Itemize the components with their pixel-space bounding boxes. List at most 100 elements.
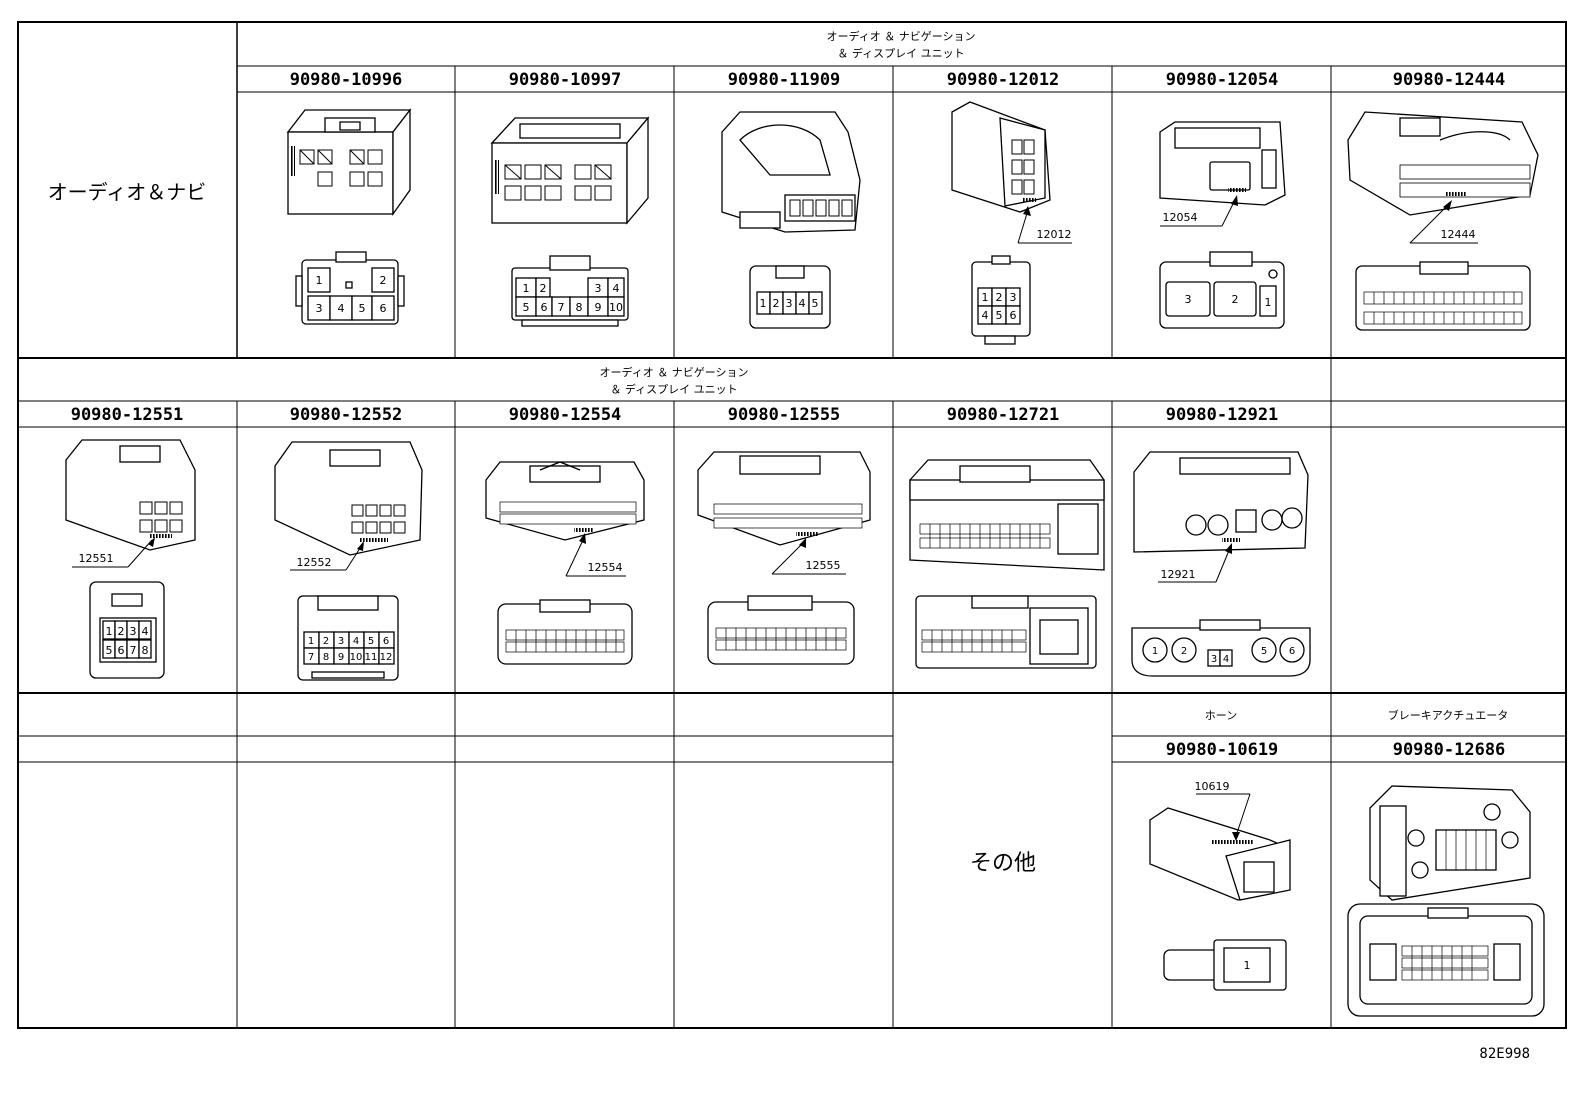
pin-label: 8 <box>576 301 583 314</box>
pin-label: 6 <box>380 302 387 315</box>
pin-labels-12551: 1 2 3 4 5 6 7 8 <box>106 625 149 657</box>
pin-labels-12552: 1 2 3 4 5 6 7 8 9 10 11 12 <box>308 636 393 663</box>
pin-label: 6 <box>1289 646 1295 657</box>
connector-face-10619 <box>1163 939 1287 991</box>
pin-label: 6 <box>1010 309 1017 322</box>
pin-label: 4 <box>982 309 989 322</box>
callout-10619: 10619 <box>1195 780 1230 793</box>
connector-drawing-10619 <box>1149 793 1291 901</box>
callout-12012: 12012 <box>1037 228 1072 241</box>
part-number-11909: 90980-11909 <box>728 70 841 90</box>
part-number-12552: 90980-12552 <box>290 405 403 425</box>
connector-drawing-12721 <box>909 459 1105 571</box>
pin-label: 12 <box>380 652 393 663</box>
connector-drawing-12552 <box>274 441 423 571</box>
pin-label: 4 <box>613 282 620 295</box>
pin-label: 3 <box>338 636 344 647</box>
connector-face-12552 <box>297 595 399 681</box>
connector-face-12721 <box>915 595 1097 669</box>
pin-label: 10 <box>350 652 363 663</box>
group-label-audio-nav-line2: ＆ ディスプレイ ユニット <box>837 46 964 60</box>
connector-drawing-12555 <box>697 451 871 575</box>
connector-drawing-12686 <box>1369 785 1531 901</box>
pin-label: 9 <box>338 652 344 663</box>
pin-label: 4 <box>353 636 359 647</box>
pin-label: 6 <box>118 644 125 657</box>
pin-label: 8 <box>142 644 149 657</box>
group-label-brake-actuator: ブレーキアクチュエータ <box>1388 708 1508 722</box>
pin-label: 2 <box>118 625 125 638</box>
callout-12555: 12555 <box>806 559 841 572</box>
group-label-audio-nav-line1: オーディオ ＆ ナビゲーション <box>826 29 975 43</box>
callout-12444: 12444 <box>1441 228 1476 241</box>
table-grid <box>17 21 1567 1029</box>
pin-label: 7 <box>308 652 314 663</box>
pin-label: 2 <box>996 291 1003 304</box>
pin-label: 2 <box>1232 293 1239 306</box>
connector-face-12921 <box>1131 619 1311 677</box>
pin-label: 4 <box>142 625 149 638</box>
pin-label: 2 <box>540 282 547 295</box>
pin-label: 1 <box>316 274 323 287</box>
connector-face-12551 <box>89 581 165 679</box>
pin-labels-10996: 1 2 3 4 5 6 <box>316 274 387 315</box>
connector-drawing-12444 <box>1347 111 1539 244</box>
connector-drawing-12921 <box>1133 451 1309 583</box>
part-number-12921: 90980-12921 <box>1166 405 1279 425</box>
pin-label: 1 <box>523 282 530 295</box>
callout-12552: 12552 <box>297 556 332 569</box>
pin-label: 3 <box>1211 654 1217 665</box>
part-number-12551: 90980-12551 <box>71 405 184 425</box>
pin-label: 4 <box>1223 654 1229 665</box>
pin-label: 1 <box>106 625 113 638</box>
part-number-10996: 90980-10996 <box>290 70 403 90</box>
group-label-other: その他 <box>970 851 1036 876</box>
part-numbers: 90980-10996 90980-10997 90980-11909 9098… <box>71 70 1506 760</box>
connector-drawing-10997 <box>490 116 650 225</box>
pin-label: 5 <box>368 636 374 647</box>
pin-label: 3 <box>786 297 793 310</box>
pin-label: 10 <box>609 301 623 314</box>
pin-label: 4 <box>799 297 806 310</box>
connector-face-12444 <box>1355 261 1531 331</box>
pin-labels-11909: 1 2 3 4 5 <box>760 297 819 310</box>
connector-face-12554 <box>497 599 633 665</box>
pin-label: 6 <box>383 636 389 647</box>
connector-face-10997 <box>511 255 629 327</box>
pin-label: 7 <box>558 301 565 314</box>
pin-label: 5 <box>523 301 530 314</box>
pin-label: 1 <box>760 297 767 310</box>
pin-label: 4 <box>338 302 345 315</box>
pin-labels-10997: 1 2 3 4 5 6 7 8 9 10 <box>523 282 624 314</box>
pin-label: 6 <box>541 301 548 314</box>
pin-label: 11 <box>365 652 378 663</box>
pin-label: 1 <box>982 291 989 304</box>
connector-drawing-12551 <box>65 439 196 568</box>
pin-label: 2 <box>380 274 387 287</box>
connector-face-10996 <box>295 251 405 325</box>
connector-drawing-12012 <box>951 101 1072 244</box>
connector-drawing-10996 <box>286 108 412 217</box>
pin-labels-10619: 1 <box>1244 959 1251 972</box>
connector-face-12555 <box>707 595 855 665</box>
pin-label: 2 <box>1181 646 1187 657</box>
pin-label: 2 <box>323 636 329 647</box>
pin-label: 3 <box>595 282 602 295</box>
part-number-12721: 90980-12721 <box>947 405 1060 425</box>
connector-drawing-12554 <box>485 461 645 577</box>
connector-face-12686 <box>1347 903 1545 1017</box>
pin-label: 5 <box>812 297 819 310</box>
pin-label: 7 <box>130 644 137 657</box>
group-label-audio-nav-line2-row2: ＆ ディスプレイ ユニット <box>610 382 737 396</box>
part-number-10619: 90980-10619 <box>1166 740 1279 760</box>
part-number-12054: 90980-12054 <box>1166 70 1279 90</box>
row-label-audio-nav: オーディオ＆ナビ <box>48 180 207 204</box>
callout-12554: 12554 <box>588 561 623 574</box>
pin-label: 3 <box>1010 291 1017 304</box>
pin-label: 5 <box>359 302 366 315</box>
pin-label: 1 <box>308 636 314 647</box>
group-label-audio-nav-line1-row2: オーディオ ＆ ナビゲーション <box>599 365 748 379</box>
pin-label: 5 <box>1261 646 1267 657</box>
pin-labels-12921: 1 2 3 4 5 6 <box>1152 646 1295 665</box>
